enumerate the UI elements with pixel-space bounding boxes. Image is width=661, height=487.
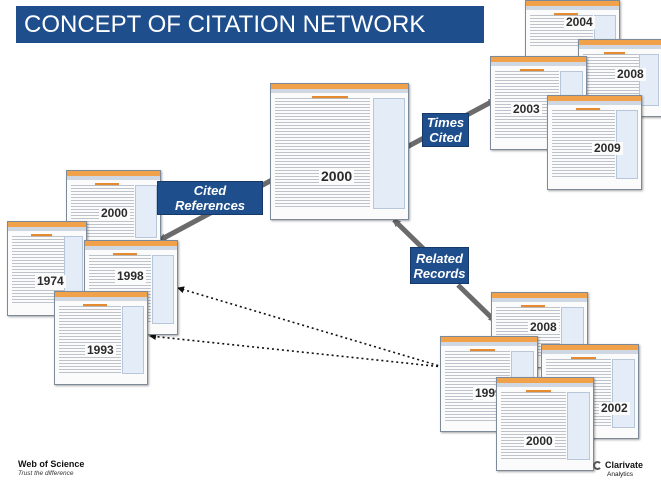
clarivate-name: Clarivate <box>605 460 644 470</box>
wos-name: Web of Science <box>18 459 85 469</box>
page-title: CONCEPT OF CITATION NETWORK <box>16 6 484 43</box>
cited-ref-doc-1993: 1993 <box>54 291 148 385</box>
document-year: 2009 <box>592 141 623 155</box>
related-records-label: Related Records <box>410 247 469 284</box>
times-cited-doc-2004: 2004 <box>525 0 620 57</box>
cited-references-line-2: References <box>174 198 246 213</box>
document-year: 2000 <box>319 168 355 184</box>
document-year: 2008 <box>615 67 646 81</box>
times-cited-doc-2008: 2008 <box>578 39 661 117</box>
cited-references-line-1: Cited <box>193 183 227 198</box>
cited-ref-doc-1974: 1974 <box>7 221 87 316</box>
document-year: 2000 <box>524 434 555 448</box>
related-records-arrow-down <box>456 283 497 323</box>
document-year: 1993 <box>85 343 116 357</box>
wos-tagline: Trust the difference <box>18 470 74 477</box>
times-cited-line-2: Cited <box>429 130 462 145</box>
document-year: 2003 <box>511 102 542 116</box>
web-of-science-logo: Web of Science Trust the difference <box>18 459 84 479</box>
clarivate-logo: Clarivate Analytics <box>593 461 643 479</box>
related-records-line-2: Records <box>413 265 466 281</box>
cited-ref-doc-2000: 2000 <box>66 170 161 249</box>
document-year: 2000 <box>99 206 130 220</box>
document-year: 2004 <box>564 15 595 29</box>
dotted-link-1998 <box>177 286 444 368</box>
clarivate-sub: Analytics <box>607 471 634 479</box>
center-document: 2000 <box>270 83 409 220</box>
related-records-line-1: Related <box>416 250 463 266</box>
document-year: 2008 <box>528 320 559 334</box>
times-cited-line-1: Times <box>426 115 465 130</box>
clarivate-icon <box>593 461 602 471</box>
times-cited-doc-2009: 2009 <box>547 95 642 190</box>
times-cited-label: Times Cited <box>422 113 469 147</box>
dotted-link-1993 <box>149 333 444 368</box>
cited-references-label: Cited References <box>157 181 263 215</box>
document-year: 1998 <box>115 269 146 283</box>
document-year: 1974 <box>35 274 66 288</box>
related-doc-2000: 2000 <box>496 377 594 471</box>
document-year: 2002 <box>599 401 630 415</box>
